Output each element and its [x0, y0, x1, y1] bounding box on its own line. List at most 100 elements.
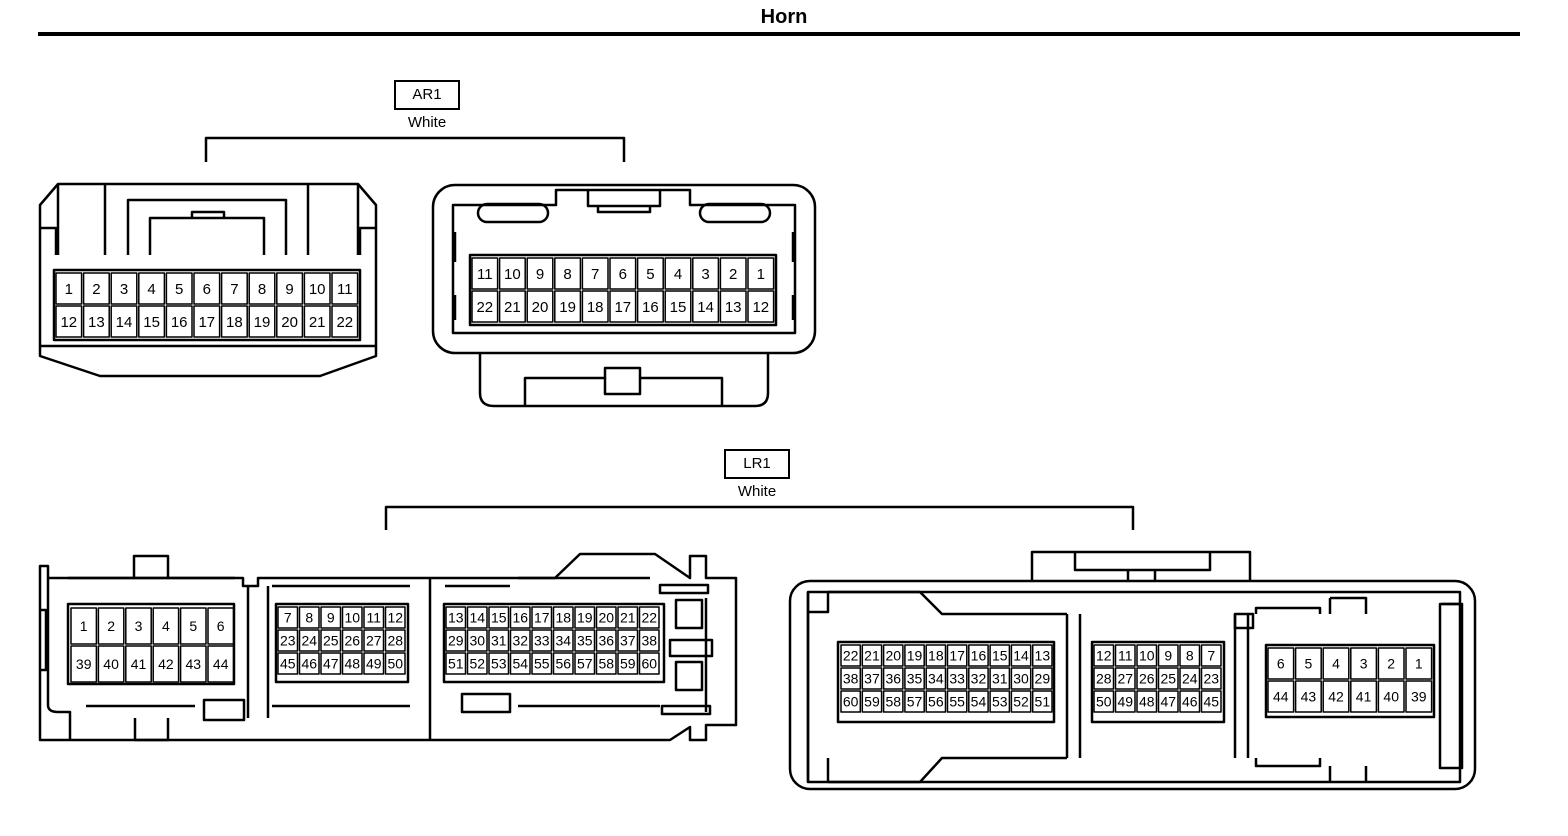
pin-cell [636, 257, 664, 290]
lr1-left-pin-label: 51 [448, 656, 464, 672]
lr1-left-pin-label: 23 [280, 633, 296, 649]
lr1-right-housing [788, 550, 1477, 791]
lr1-right-pin-label: 15 [992, 648, 1008, 664]
ar1-right-pin-label: 3 [701, 266, 709, 283]
lr1-right-pin-label: 16 [971, 648, 987, 664]
pin-cell [1031, 667, 1053, 690]
pin-cell [1322, 647, 1350, 680]
pin-cell [363, 606, 385, 629]
pin-cell [248, 305, 276, 338]
pin-cell [220, 272, 248, 305]
lr1-right-pin-label: 52 [1013, 694, 1029, 710]
pin-cell [207, 645, 235, 683]
pin-cell [617, 606, 639, 629]
ar1-left-pin-label: 1 [65, 281, 73, 298]
ar1-right-pin-label: 5 [646, 266, 654, 283]
ar1-right-pin-label: 10 [504, 266, 521, 283]
pin-cell [466, 652, 488, 675]
pin-cell [55, 305, 83, 338]
lr1-right-pin-label: 59 [864, 694, 880, 710]
pin-cell [384, 629, 406, 652]
pin-cell [509, 652, 531, 675]
pin-cell [1136, 644, 1158, 667]
pin-cell [840, 690, 862, 713]
pin-cell [595, 652, 617, 675]
lr1-left-pin-label: 55 [534, 656, 550, 672]
lr1-right-pin-label: 21 [864, 648, 880, 664]
ar1-right-pin-label: 6 [619, 266, 627, 283]
pin-cell [165, 272, 193, 305]
ar1-right-pin-label: 4 [674, 266, 682, 283]
lr1-left-pin-label: 58 [598, 656, 614, 672]
pin-cell [531, 652, 553, 675]
pin-cell [552, 629, 574, 652]
ar1-left-pin-label: 9 [285, 281, 293, 298]
ar1-left-pin-label: 18 [226, 314, 243, 331]
lr1-right-pin-label: 14 [1013, 648, 1029, 664]
lr1-left-pin-label: 9 [327, 610, 335, 626]
pin-cell [1179, 667, 1201, 690]
pin-cell [1114, 644, 1136, 667]
pin-cell [946, 690, 968, 713]
lr1-right-pin-label: 48 [1139, 694, 1155, 710]
pin-cell [384, 606, 406, 629]
pin-cell [840, 644, 862, 667]
pin-cell [179, 645, 207, 683]
ar1-left-pin-label: 19 [254, 314, 271, 331]
ar1-left-pin-label: 10 [309, 281, 326, 298]
pin-cell [574, 652, 596, 675]
page-title: Horn [760, 6, 808, 28]
ar1-right-pin-label: 21 [504, 299, 521, 316]
pin-cell [968, 644, 989, 667]
pin-cell [110, 272, 138, 305]
pin-cell [946, 644, 968, 667]
lr1-left-pin-label: 32 [512, 633, 528, 649]
pin-cell [298, 606, 320, 629]
lr1-left-pin-label: 20 [598, 610, 614, 626]
lr1-left-pin-label: 50 [387, 656, 403, 672]
pin-cell [82, 272, 110, 305]
lr1-right-pin-label: 36 [885, 671, 901, 687]
lr1-left-pin-label: 44 [213, 656, 229, 672]
ar1-right-pin-label: 13 [725, 299, 742, 316]
pin-cell [193, 272, 221, 305]
lr1-left-pin-label: 27 [366, 633, 382, 649]
pin-cell [276, 272, 304, 305]
ar1-left-pin-label: 5 [175, 281, 183, 298]
pin-cell [320, 652, 342, 675]
lr1-left-pin-label: 43 [186, 656, 202, 672]
connector-color-lr1: White [737, 483, 777, 500]
lr1-right-pin-label: 43 [1301, 689, 1317, 705]
pin-cell [220, 305, 248, 338]
pin-cell [574, 629, 596, 652]
lr1-left-pin-label: 24 [301, 633, 317, 649]
lr1-right-pin-label: 53 [992, 694, 1008, 710]
pin-cell [692, 257, 720, 290]
lr1-left-pin-label: 14 [469, 610, 485, 626]
lr1-right-pin-label: 20 [885, 648, 901, 664]
lr1-right-pin-label: 3 [1360, 656, 1368, 672]
lr1-left-pin-label: 8 [305, 610, 313, 626]
pin-cell [303, 272, 331, 305]
pin-cell [638, 606, 660, 629]
lr1-left-pin-label: 38 [641, 633, 657, 649]
lr1-right-pin-label: 55 [949, 694, 965, 710]
pin-cell [331, 272, 359, 305]
pin-cell [471, 290, 499, 323]
lr1-left-pin-label: 59 [620, 656, 636, 672]
pin-cell [609, 290, 637, 323]
pin-cell [471, 257, 499, 290]
pin-cell [97, 645, 125, 683]
pin-cell [882, 690, 904, 713]
pin-cell [636, 290, 664, 323]
ar1-right-pin-label: 9 [536, 266, 544, 283]
pin-cell [1010, 667, 1032, 690]
pin-cell [1350, 647, 1378, 680]
pin-cell [552, 606, 574, 629]
pin-cell [574, 606, 596, 629]
pin-cell [488, 629, 510, 652]
ar1-right-pin-label: 12 [752, 299, 769, 316]
lr1-right-pin-label: 26 [1139, 671, 1155, 687]
pin-cell [125, 607, 152, 645]
